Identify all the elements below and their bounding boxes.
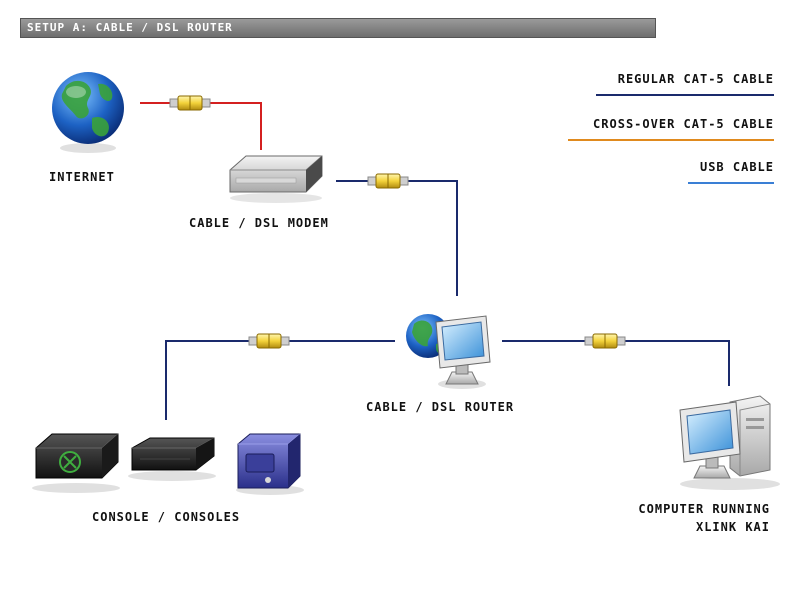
ps2-icon (128, 437, 216, 481)
connector-icon (584, 333, 626, 349)
gamecube-icon (236, 433, 304, 495)
router-icon (406, 314, 491, 389)
legend-label-regular: REGULAR CAT-5 CABLE (617, 72, 774, 86)
modem-router-cable (336, 180, 458, 296)
globe-icon (52, 72, 124, 153)
modem-label: CABLE / DSL MODEM (189, 216, 329, 230)
router-label: CABLE / DSL ROUTER (366, 400, 515, 414)
computer-icon (679, 395, 780, 490)
consoles-label: CONSOLE / CONSOLES (92, 510, 241, 524)
connector-icon (169, 95, 211, 111)
title-bar: SETUP A: CABLE / DSL ROUTER (20, 18, 656, 38)
connector-icon (367, 173, 409, 189)
diagram-title: SETUP A: CABLE / DSL ROUTER (27, 21, 233, 34)
modem-icon (229, 155, 323, 203)
router-consoles-cable (165, 340, 395, 420)
router-computer-cable (502, 340, 730, 386)
internet-label: INTERNET (49, 170, 115, 184)
legend-label-usb: USB CABLE (699, 160, 774, 174)
connector-icon (248, 333, 290, 349)
computer-label-line2: XLINK KAI (695, 520, 770, 534)
computer-label-line1: COMPUTER RUNNING (638, 502, 770, 516)
legend-label-crossover: CROSS-OVER CAT-5 CABLE (593, 117, 774, 131)
xbox-icon (32, 433, 120, 493)
